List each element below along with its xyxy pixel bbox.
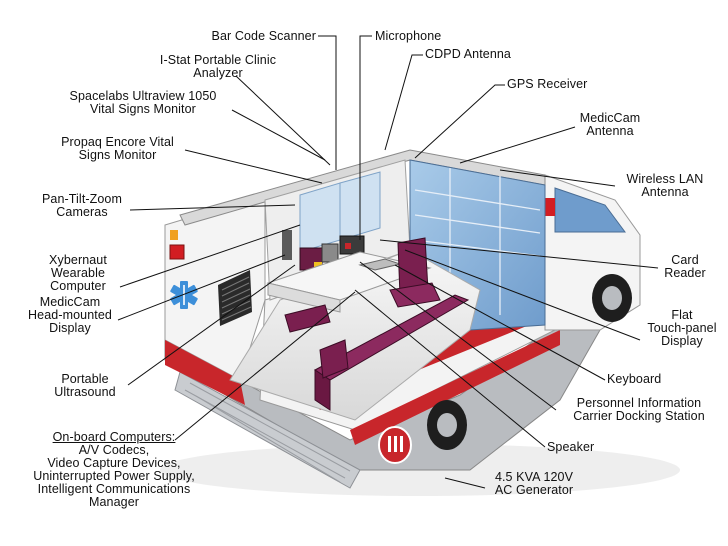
bench-seat (314, 294, 470, 411)
captain-seat (389, 237, 441, 308)
label-microphone: Microphone (375, 29, 442, 43)
label-gps-receiver: GPS Receiver (507, 77, 588, 91)
leader-generator (444, 477, 486, 489)
label-propaq-monitor: Propaq Encore Vital Signs Monitor (61, 135, 174, 162)
rear-red-stripe (165, 340, 245, 405)
leader-istat (235, 75, 331, 166)
label-bar-code-scanner: Bar Code Scanner (211, 29, 316, 43)
steel-step (174, 371, 361, 489)
equipment-red-unit (345, 243, 351, 249)
label-spacelabs-monitor: Spacelabs Ultraview 1050 Vital Signs Mon… (69, 89, 217, 116)
label-onboard-computers: On-board Computers: A/V Codecs, Video Ca… (14, 431, 214, 509)
window-shelves (414, 168, 541, 315)
label-keyboard: Keyboard (607, 372, 662, 386)
leader-lines (117, 35, 659, 489)
front-wheel (592, 274, 632, 322)
leader-wireless-lan (499, 169, 616, 187)
label-speaker: Speaker (547, 440, 595, 454)
label-cdpd-antenna: CDPD Antenna (425, 47, 511, 61)
label-flat-touch-panel: Flat Touch-panel Display (647, 308, 717, 348)
cab-window (554, 187, 626, 233)
star-of-life-icon (170, 281, 198, 309)
leader-propaq (184, 149, 323, 184)
leader-onboard (174, 291, 356, 441)
leader-gps (414, 84, 505, 159)
leader-ptz (129, 204, 296, 211)
cab-red-light (545, 198, 555, 216)
leader-card-reader (379, 239, 659, 269)
label-ptz-cameras: Pan-Tilt-Zoom Cameras (41, 192, 123, 219)
leader-docking (359, 261, 557, 411)
label-istat-analyzer: I-Stat Portable Clinic Analyzer (159, 53, 277, 80)
leader-xybernaut (119, 224, 301, 288)
rear-light-left (169, 244, 185, 260)
left-seat (284, 304, 331, 333)
equipment-box-2 (321, 243, 339, 263)
label-mediccam-antenna: MedicCam Antenna (579, 111, 641, 138)
rear-wheel (427, 400, 467, 450)
leader-cdpd-antenna (384, 54, 423, 151)
label-generator: 4.5 KVA 120V AC Generator (494, 470, 574, 497)
leader-bar-code-scanner (318, 35, 337, 170)
label-xybernaut-computer: Xybernaut Wearable Computer (49, 253, 107, 293)
leader-speaker (354, 289, 546, 448)
label-card-reader: Card Reader (664, 253, 706, 280)
equipment-panel (339, 235, 365, 255)
glass-cabinets (299, 171, 381, 253)
step-treads (184, 382, 351, 483)
side-lower-stripe (350, 330, 560, 445)
leader-mediccam-antenna (459, 126, 576, 164)
leader-ultrasound (127, 264, 296, 386)
counter-front (267, 282, 341, 313)
label-portable-ultrasound: Portable Ultrasound (54, 372, 116, 399)
leader-spacelabs (231, 109, 326, 161)
leader-keyboard (394, 264, 606, 381)
label-wireless-lan-antenna: Wireless LAN Antenna (626, 172, 704, 199)
side-logo-icon (378, 426, 412, 464)
leader-flat-panel (404, 249, 641, 341)
leader-mediccam-head (117, 254, 286, 321)
label-mediccam-head-display: MedicCam Head-mounted Display (28, 295, 112, 335)
equipment-small (282, 230, 292, 260)
label-personnel-docking: Personnel Information Carrier Docking St… (573, 396, 705, 423)
leader-microphone (359, 35, 372, 240)
onboard-computers-heading: On-board Computers: (52, 430, 176, 444)
rear-amber-light (170, 230, 178, 240)
